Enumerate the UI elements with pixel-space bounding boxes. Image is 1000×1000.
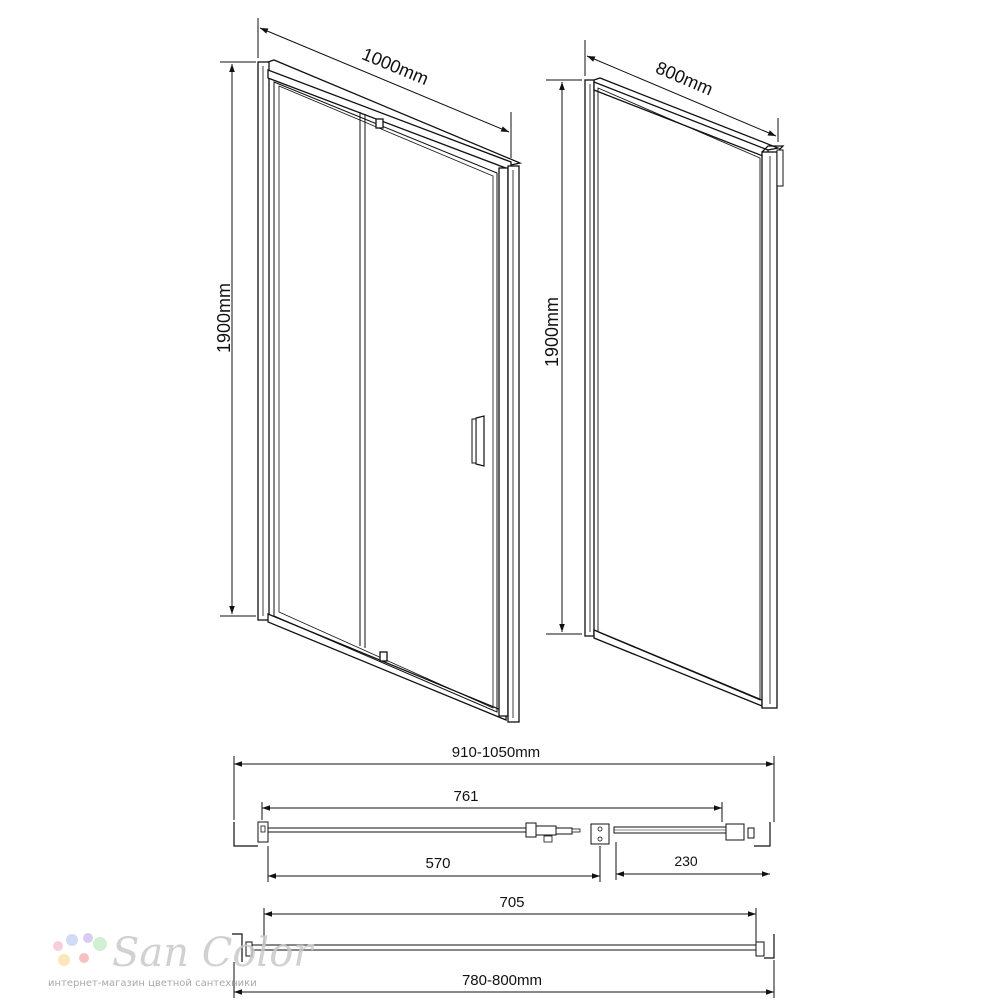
front-width-label: 1000mm [359,44,431,89]
side-view-panel [584,77,785,709]
side-height-label: 1900mm [542,297,562,367]
watermark-dot [83,933,93,943]
front-width-dim-line [259,27,510,133]
front-view-dimensions [220,18,512,617]
watermark-dot [58,954,70,966]
watermark-dots [53,933,107,966]
watermark-brand: San Color [112,930,315,976]
side-width-dim-line [586,55,777,137]
watermark-tagline: интернет-магазин цветной сантехники [48,978,257,989]
watermark-dot [93,937,107,951]
panel-overall-label: 780-800mm [462,972,542,989]
watermark-dot [66,934,78,946]
watermark-dot [53,941,63,951]
fixed-230-label: 230 [674,853,698,869]
plan-door-dimensions [233,756,775,882]
front-view-door [257,59,523,723]
plan-view-door [233,821,771,847]
panel-705-label: 705 [499,894,524,911]
door-570-label: 570 [425,855,450,872]
plan-panel-dimensions [233,908,775,998]
side-view-dimensions [546,40,779,635]
sancolor-watermark: San Color интернет-магазин цветной санте… [48,930,315,989]
overall-width-label: 910-1050mm [452,744,540,761]
watermark-dot [79,953,89,963]
side-width-label: 800mm [653,58,716,100]
inner-761-label: 761 [453,788,478,805]
plan-view-panel [232,933,775,962]
front-height-label: 1900mm [214,283,234,353]
